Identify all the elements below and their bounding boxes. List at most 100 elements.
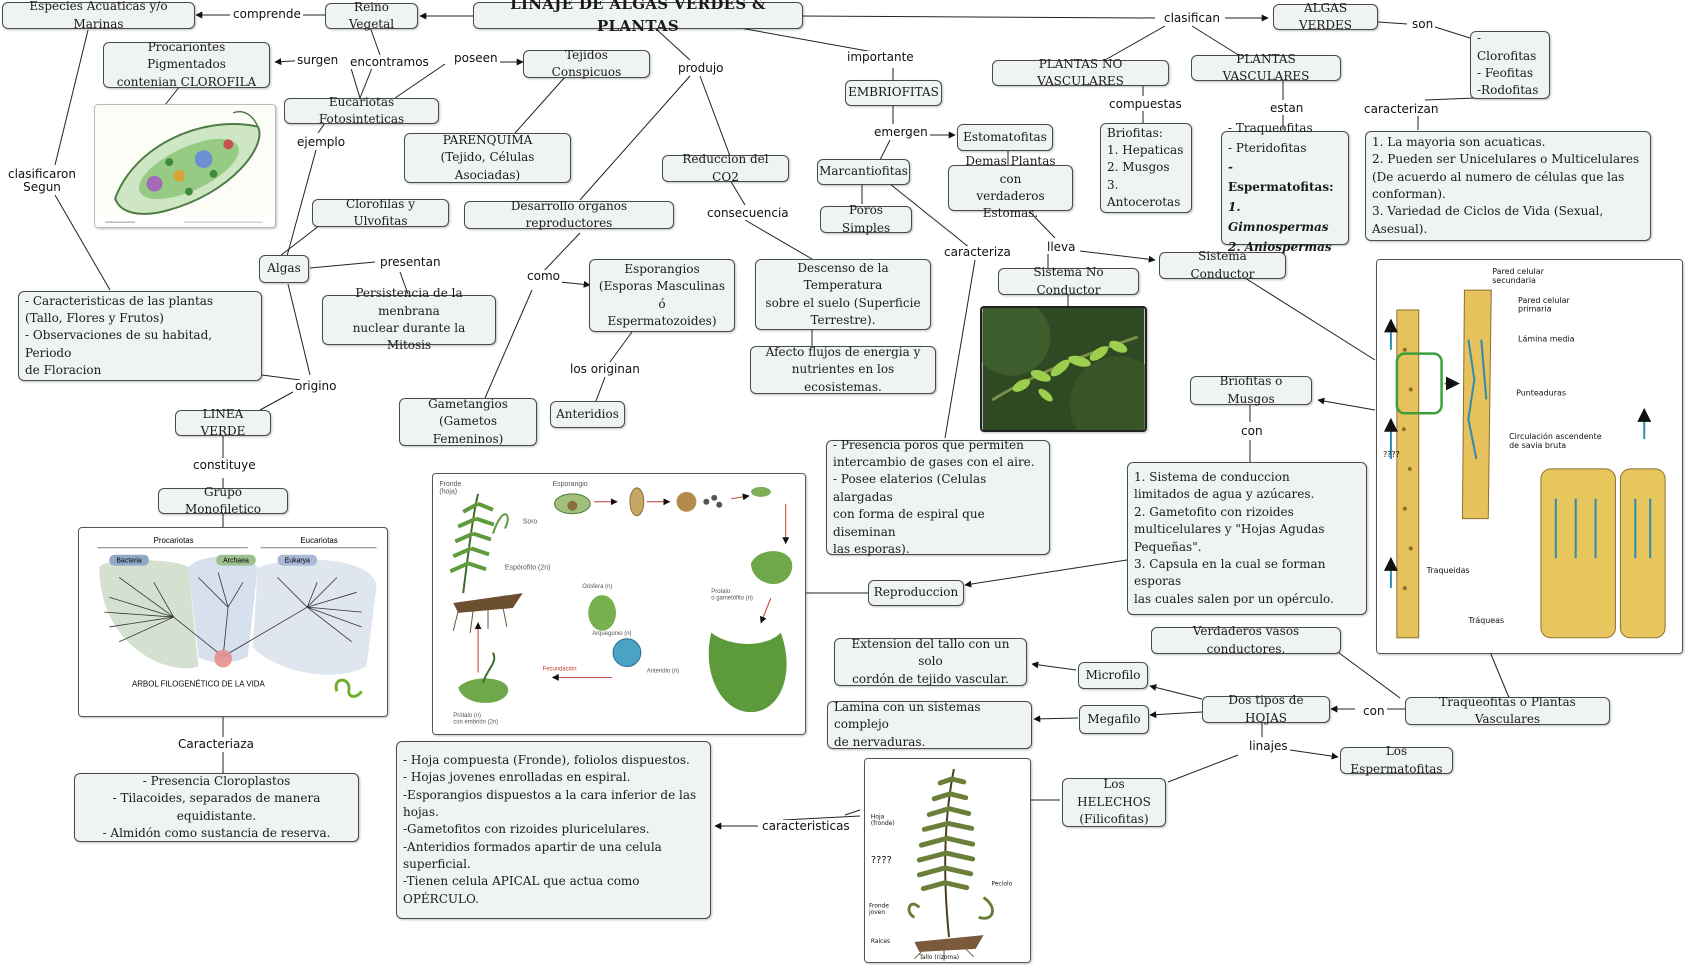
node-parenquima[interactable]: PARENQUIMA (Tejido, Células Asociadas) [404, 133, 571, 183]
label-comprende: comprende [231, 7, 303, 22]
node-linea-verde[interactable]: LINEA VERDE [175, 407, 271, 438]
node-megafilo[interactable]: Megafilo [1079, 705, 1149, 734]
cycle-label-fronde: Fronde(hoja) [439, 481, 461, 496]
label-compuestas: compuestas [1107, 97, 1184, 112]
node-briofitas-musgos[interactable]: Briofitas o Musgos [1190, 374, 1312, 406]
node-algas[interactable]: Algas [259, 255, 309, 283]
node-traqueofitas-plantas-vasculares[interactable]: Traqueofitas o Plantas Vasculares [1405, 695, 1610, 726]
node-clorofilas-ulvofitas[interactable]: Clorofilas y Ulvofitas [312, 197, 449, 228]
node-eucariotas-fotosinteticas[interactable]: Eucariotas Fotosinteticas [284, 95, 439, 126]
node-poros-simples[interactable]: Poros Simples [820, 203, 912, 235]
node-anteridios[interactable]: Anteridios [550, 401, 625, 428]
node-persistencia[interactable]: Persistencia de la menbrana nuclear dura… [322, 286, 496, 352]
node-traqueofitas-list[interactable]: - Traqueofitas - Pteridofitas - Espermat… [1221, 121, 1349, 254]
list-item: 1. Gimnospermas [1228, 199, 1329, 234]
tree-badge-archaea: Archaea [223, 558, 249, 565]
node-afecto-flujos[interactable]: Afecto flujos de energia y nutrientes en… [750, 345, 936, 394]
cycle-label-esporangio: Esporangio [553, 481, 588, 488]
label-importante: importante [845, 50, 916, 65]
node-microfilo[interactable]: Microfilo [1078, 662, 1148, 689]
tree-badge-eukarya: Eukarya [285, 558, 310, 565]
label-linajes: linajes [1247, 739, 1290, 754]
node-estomatofitas[interactable]: Estomatofitas [957, 124, 1053, 151]
node-plantas-vasculares[interactable]: PLANTAS VASCULARES [1191, 52, 1341, 83]
node-marcantiofitas[interactable]: Marcantiofitas [817, 159, 910, 185]
xylem-label-lamina-media: Lámina media [1518, 335, 1575, 344]
node-sistema-conductor[interactable]: Sistema Conductor [1159, 249, 1286, 281]
label-con-briofitas: con [1239, 424, 1265, 439]
list-item: - Pteridofitas [1228, 140, 1307, 155]
node-caracteristicas-plantas[interactable]: - Caracteristicas de las plantas (Tallo,… [18, 291, 262, 381]
node-algas-caracteristicas[interactable]: 1. La mayoria son acuaticas. 2. Pueden s… [1365, 131, 1651, 241]
tree-drawing: Procariotas Eucariotas Bacteria Archaea … [97, 536, 377, 698]
node-reduccion-co2[interactable]: Reduccion del CO2 [662, 152, 789, 184]
node-presencia-cloroplastos[interactable]: - Presencia Cloroplastos - Tilacoides, s… [74, 773, 359, 842]
label-produjo: produjo [676, 61, 726, 76]
node-reino-vegetal[interactable]: Reino Vegetal [325, 0, 418, 31]
node-procariontes[interactable]: Procariontes Pigmentados contenian CLORO… [103, 40, 270, 89]
label-presentan: presentan [378, 255, 443, 270]
tree-badge-bacteria: Bacteria [116, 558, 141, 565]
list-item: - Espermatofitas: [1228, 160, 1334, 195]
xylem-label-question: ???? [1383, 450, 1400, 459]
label-estan: estan [1268, 101, 1306, 116]
label-caracteriaza: Caracteriaza [176, 737, 256, 752]
node-gametangios[interactable]: Gametangios (Gametos Femeninos) [399, 397, 537, 446]
label-emergen: emergen [872, 125, 930, 140]
node-embriofitas[interactable]: EMBRIOFITAS [845, 80, 942, 106]
main-title[interactable]: LINAJE DE ALGAS VERDES & PLANTAS [473, 0, 803, 35]
cycle-label-esporofito: Espórofito (2n) [505, 564, 551, 571]
xylem-label-traqueas: Tráqueas [1467, 616, 1504, 625]
node-especies-acuaticas[interactable]: Especies Acuaticas y/o Marinas [2, 0, 195, 31]
fern-life-cycle-figure: Fronde(hoja) Soro Esporangio Espórofito … [432, 473, 806, 735]
tree-caption: ARBOL FILOGENÉTICO DE LA VIDA [132, 679, 266, 688]
phylogenetic-tree-figure: Procariotas Eucariotas Bacteria Archaea … [78, 527, 388, 717]
node-sistema-conduccion[interactable]: 1. Sistema de conduccion limitados de ag… [1127, 462, 1367, 615]
xylem-label-punteaduras: Punteaduras [1516, 388, 1566, 397]
label-son: son [1410, 17, 1436, 32]
list-item: - Traqueofitas [1228, 120, 1313, 135]
node-lamina[interactable]: Lamina con un sistemas complejo de nerva… [827, 700, 1032, 749]
node-verdaderos-vasos[interactable]: Verdaderos vasos conductores. [1151, 624, 1341, 656]
node-tejidos-conspicuos[interactable]: Tejidos Conspicuos [523, 48, 650, 79]
node-algas-verdes[interactable]: ALGAS VERDES [1273, 1, 1378, 32]
label-ejemplo: ejemplo [295, 135, 348, 150]
node-esporangios[interactable]: Esporangios (Esporas Masculinas ó Esperm… [589, 259, 735, 332]
label-lleva: lleva [1045, 240, 1078, 255]
node-grupo-monofiletico[interactable]: Grupo Monofiletico [158, 485, 288, 516]
cycle-label-arquegonio: Arquegonio (n) [592, 631, 631, 637]
life-cycle-drawing: Fronde(hoja) Soro Esporangio Espórofito … [433, 474, 805, 734]
node-dos-tipos-hojas[interactable]: Dos tipos de HOJAS [1202, 693, 1330, 725]
node-descenso-temperatura[interactable]: Descenso de la Temperatura sobre el suel… [755, 259, 931, 330]
label-poseen: poseen [452, 51, 500, 66]
node-clorofitas-list[interactable]: - Clorofitas - Feofitas -Rodofitas [1470, 31, 1550, 99]
node-sistema-no-conductor[interactable]: Sistema No Conductor [998, 265, 1139, 297]
node-reproduccion[interactable]: Reproduccion [868, 580, 964, 606]
node-desarrollo-organos[interactable]: Desarrollo organos reproductores [464, 199, 674, 230]
node-extension-tallo[interactable]: Extension del tallo con un solo cordón d… [834, 637, 1027, 686]
list-item: 2. Aniospermas [1228, 239, 1332, 254]
node-demas-plantas[interactable]: Demas Plantas con verdaderos Estomas. [948, 154, 1073, 220]
tree-label-procariotas: Procariotas [154, 536, 194, 545]
cycle-label-oosfera: Oósfera (n) [582, 584, 612, 590]
fern-label-raices: Raíces [871, 938, 890, 945]
label-los-originan: los originan [568, 362, 642, 377]
node-presencia-poros[interactable]: - Presencia poros que permiten intercamb… [826, 438, 1050, 556]
node-briofitas-list[interactable]: Briofitas: 1. Hepaticas 2. Musgos 3. Ant… [1100, 123, 1192, 213]
cycle-label-anteridio: Anteridio (n) [647, 668, 679, 674]
label-caracteristicas: caracteristicas [760, 819, 852, 834]
tree-label-eucariotas: Eucariotas [300, 536, 337, 545]
label-clasificaron: clasificaron Segun [6, 167, 78, 195]
node-helechos[interactable]: Los HELECHOS (Filicofitas) [1062, 777, 1166, 827]
node-plantas-no-vasculares[interactable]: PLANTAS NO VASCULARES [992, 57, 1169, 88]
fern-label-hoja: Hoja(fronde) [871, 815, 895, 828]
fern-label-tallo: Tallo (rizoma) [918, 955, 959, 961]
label-caracterizan: caracterizan [1362, 102, 1441, 117]
node-hoja-compuesta[interactable]: - Hoja compuesta (Fronde), foliolos disp… [396, 741, 711, 919]
node-espermatofitas[interactable]: Los Espermatofitas [1340, 744, 1453, 776]
